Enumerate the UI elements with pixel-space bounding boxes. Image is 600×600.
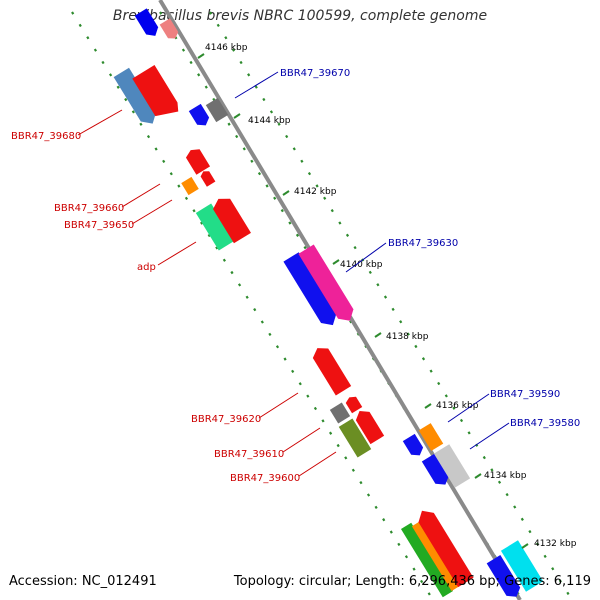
track-guide [209,11,573,600]
gene-arrow[interactable] [353,407,385,445]
map-title: Brevibacillus brevis NBRC 100599, comple… [112,8,488,24]
gene-arrow[interactable] [205,97,229,123]
tick-label: 4140 kbp [340,260,383,270]
gene-arrow[interactable] [188,103,212,129]
scale-ticks: 4146 kbp 4144 kbp 4142 kbp 4140 kbp 4138… [197,43,577,549]
gene-label[interactable]: BBR47_39660 [54,203,124,214]
leader-line [469,422,510,450]
tick-label: 4132 kbp [534,539,577,549]
gene-arrow[interactable] [421,453,452,489]
gene-arrow[interactable] [159,18,181,41]
gene-arrow[interactable] [329,402,351,424]
leader-line [131,199,173,225]
gene-arrow[interactable] [344,394,363,414]
gene-arrow[interactable] [411,520,461,592]
tick-label: 4138 kbp [386,332,429,342]
scale-tick [424,403,432,409]
gene-arrow[interactable] [134,8,162,39]
tick-label: 4144 kbp [248,116,291,126]
gene-label[interactable]: BBR47_39580 [510,418,580,429]
gene-arrow[interactable] [184,146,211,175]
genome-summary-text: Topology: circular; Length: 6,296,436 bp… [233,574,591,589]
leader-line [282,427,321,453]
gene-arrow[interactable] [210,194,251,244]
gene-arrow[interactable] [298,244,357,325]
gene-arrow[interactable] [418,423,444,451]
gene-arrow[interactable] [113,67,161,129]
gene-label[interactable]: adp [137,262,156,273]
leader-line [234,71,279,99]
gene-arrow[interactable] [402,433,426,459]
accession-text: Accession: NC_012491 [9,574,157,589]
tick-label: 4136 kbp [436,401,479,411]
tick-label: 4142 kbp [294,187,337,197]
gene-label[interactable]: BBR47_39630 [388,238,458,249]
leader-line [258,392,299,419]
gene-arrow[interactable] [414,506,474,588]
gene-arrow[interactable] [181,176,199,196]
scale-tick [282,190,290,196]
gene-labels: BBR47_39670 BBR47_39680 BBR47_39660 BBR4… [11,68,580,484]
scale-tick [374,332,382,338]
leader-line [447,393,490,423]
gene-arrow[interactable] [283,252,340,330]
tick-label: 4146 kbp [205,43,248,53]
leader-line [345,242,387,273]
leader-line [298,451,337,477]
leader-line [77,109,123,136]
gene-arrow[interactable] [195,203,235,251]
leader-line [121,183,161,208]
gene-label[interactable]: BBR47_39620 [191,414,261,425]
gene-label[interactable]: BBR47_39600 [230,473,300,484]
leader-line [157,241,197,266]
gene-label[interactable]: BBR47_39590 [490,389,560,400]
gene-arrow[interactable] [500,540,544,592]
gene-label[interactable]: BBR47_39610 [214,449,284,460]
label-leaders [77,71,510,477]
gene-arrow[interactable] [132,65,181,123]
gene-arrow[interactable] [338,418,372,458]
gene-label[interactable]: BBR47_39680 [11,131,81,142]
track-guide [71,11,434,600]
gene-arrow[interactable] [310,343,352,396]
gene-arrow[interactable] [400,522,454,598]
scale-tick [197,53,205,59]
gene-features [113,8,544,600]
scale-tick [521,543,529,549]
gene-arrow[interactable] [199,169,216,187]
gene-label[interactable]: BBR47_39670 [280,68,350,79]
gene-arrow[interactable] [433,444,471,488]
scale-tick [332,259,340,265]
scale-tick [233,113,241,119]
tick-label: 4134 kbp [484,471,527,481]
gene-arrow[interactable] [486,555,524,600]
gene-label[interactable]: BBR47_39650 [64,220,134,231]
scale-tick [474,473,482,479]
